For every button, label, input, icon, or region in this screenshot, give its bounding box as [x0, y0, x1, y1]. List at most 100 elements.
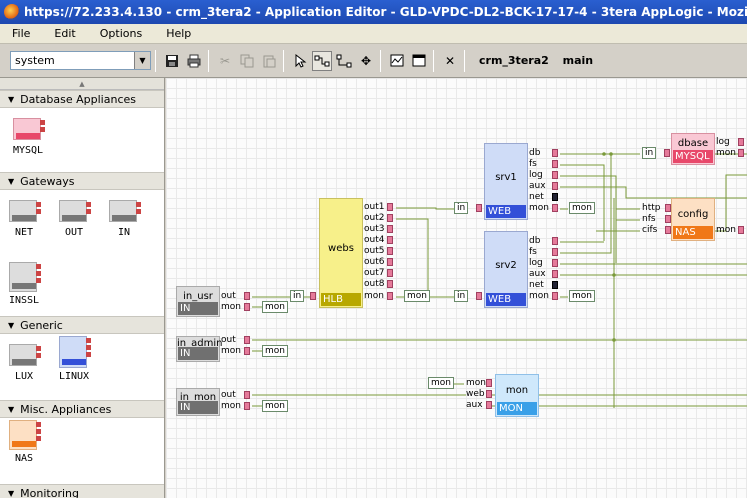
- port-mon[interactable]: mon: [716, 148, 744, 159]
- port-http[interactable]: http: [642, 203, 671, 214]
- palette-item-inssl[interactable]: INSSL: [0, 262, 48, 306]
- port-out1[interactable]: out1: [364, 202, 393, 213]
- save-icon[interactable]: [162, 51, 182, 71]
- port-db[interactable]: db: [529, 148, 558, 159]
- component-dbase[interactable]: dbase MYSQL: [671, 133, 715, 165]
- window-icon[interactable]: [409, 51, 429, 71]
- cut-icon[interactable]: ✂: [219, 53, 231, 68]
- port-out5[interactable]: out5: [364, 246, 393, 257]
- move-icon[interactable]: ✥: [360, 53, 372, 68]
- paste-icon[interactable]: [259, 51, 279, 71]
- menu-file[interactable]: File: [12, 27, 31, 40]
- palette-item-out[interactable]: OUT: [50, 200, 98, 238]
- port-log[interactable]: log: [529, 258, 558, 269]
- terminal-mon[interactable]: mon: [428, 377, 454, 389]
- terminal-mon[interactable]: mon: [262, 345, 288, 357]
- port-db[interactable]: db: [529, 236, 558, 247]
- palette-item-lux[interactable]: LUX: [0, 344, 48, 382]
- port-web[interactable]: web: [466, 389, 492, 400]
- category-misc[interactable]: ▼Misc. Appliances: [0, 400, 164, 418]
- port-in[interactable]: in: [290, 290, 318, 302]
- component-srv2[interactable]: srv2 WEB: [484, 231, 528, 308]
- port-out8[interactable]: out8: [364, 279, 393, 290]
- menu-options[interactable]: Options: [99, 27, 143, 40]
- component-webs[interactable]: webs HLB: [319, 198, 363, 308]
- appliance-icon: [59, 336, 91, 368]
- port-mon[interactable]: mon: [529, 203, 558, 214]
- category-generic[interactable]: ▼Generic: [0, 316, 164, 334]
- port-mon[interactable]: mon: [364, 291, 393, 302]
- editor-title: crm_3tera2 main: [479, 54, 603, 67]
- component-in-mon[interactable]: in_mon IN: [176, 388, 220, 416]
- palette-item-nas[interactable]: NAS: [0, 420, 48, 464]
- port-aux[interactable]: aux: [529, 269, 558, 280]
- category-gateways[interactable]: ▼Gateways: [0, 172, 164, 190]
- port-out3[interactable]: out3: [364, 224, 393, 235]
- category-monitoring[interactable]: ▼Monitoring: [0, 484, 164, 498]
- port-cifs[interactable]: cifs: [642, 225, 671, 236]
- port-net[interactable]: net: [529, 192, 558, 203]
- port-out6[interactable]: out6: [364, 257, 393, 268]
- pointer-icon[interactable]: [290, 51, 310, 71]
- system-select[interactable]: system ▼: [10, 51, 151, 70]
- port-mon[interactable]: mon: [716, 225, 744, 236]
- port-aux[interactable]: aux: [466, 400, 492, 411]
- print-icon[interactable]: [184, 51, 204, 71]
- component-mon[interactable]: mon MON: [495, 374, 539, 417]
- close-icon[interactable]: ✕: [444, 53, 456, 68]
- palette-item-mysql[interactable]: MYSQL: [4, 118, 52, 156]
- port-in[interactable]: in: [642, 147, 670, 159]
- port-log[interactable]: log: [529, 170, 558, 181]
- port-in[interactable]: in: [454, 290, 484, 302]
- terminal-mon[interactable]: mon: [569, 290, 595, 302]
- port-out7[interactable]: out7: [364, 268, 393, 279]
- appliance-icon: [9, 420, 41, 450]
- app-name: crm_3tera2: [479, 54, 549, 67]
- component-in-usr[interactable]: in_usr IN: [176, 286, 220, 317]
- palette-item-net[interactable]: NET: [0, 200, 48, 238]
- port-out4[interactable]: out4: [364, 235, 393, 246]
- scroll-up-icon[interactable]: ▲: [0, 78, 164, 90]
- port-aux[interactable]: aux: [529, 181, 558, 192]
- toolbar-separator: [155, 49, 156, 72]
- port-in[interactable]: in: [454, 202, 484, 214]
- chevron-down-icon[interactable]: ▼: [134, 52, 150, 69]
- port-mon[interactable]: mon: [466, 378, 492, 389]
- component-in-admin[interactable]: in_admin IN: [176, 336, 222, 362]
- port-log[interactable]: log: [716, 137, 744, 148]
- port-net[interactable]: net: [529, 280, 558, 291]
- triangle-down-icon: ▼: [8, 94, 15, 104]
- port-out[interactable]: out: [221, 291, 250, 302]
- editor-canvas[interactable]: in_usr IN out mon mon in_admin IN out mo…: [166, 78, 747, 498]
- terminal-mon[interactable]: mon: [262, 301, 288, 313]
- port-mon[interactable]: mon: [221, 401, 250, 412]
- port-out[interactable]: out: [221, 335, 250, 346]
- category-items: LUX LINUX: [0, 334, 164, 400]
- component-srv1[interactable]: srv1 WEB: [484, 143, 528, 220]
- view-name: main: [562, 54, 594, 67]
- port-out[interactable]: out: [221, 390, 250, 401]
- triangle-down-icon: ▼: [8, 488, 15, 498]
- category-database[interactable]: ▼Database Appliances: [0, 90, 164, 108]
- component-config[interactable]: config NAS: [671, 198, 715, 241]
- palette-item-in[interactable]: IN: [100, 200, 148, 238]
- connections: [252, 152, 747, 408]
- palette-item-linux[interactable]: LINUX: [50, 336, 98, 382]
- copy-icon[interactable]: [237, 51, 257, 71]
- port-fs[interactable]: fs: [529, 159, 558, 170]
- port-mon[interactable]: mon: [221, 346, 250, 357]
- terminal-mon[interactable]: mon: [404, 290, 430, 302]
- menu-help[interactable]: Help: [166, 27, 192, 40]
- terminal-mon[interactable]: mon: [262, 400, 288, 412]
- port-out2[interactable]: out2: [364, 213, 393, 224]
- menu-edit[interactable]: Edit: [54, 27, 76, 40]
- terminal-mon[interactable]: mon: [569, 202, 595, 214]
- port-mon[interactable]: mon: [221, 302, 250, 313]
- port-fs[interactable]: fs: [529, 247, 558, 258]
- monitor-icon[interactable]: [387, 51, 407, 71]
- port-nfs[interactable]: nfs: [642, 214, 671, 225]
- appliance-palette: ▲ ▼Database Appliances MYSQL ▼Gateways N…: [0, 78, 165, 498]
- connect-multi-icon[interactable]: [334, 51, 354, 71]
- connect-icon[interactable]: [312, 50, 332, 71]
- port-mon[interactable]: mon: [529, 291, 558, 302]
